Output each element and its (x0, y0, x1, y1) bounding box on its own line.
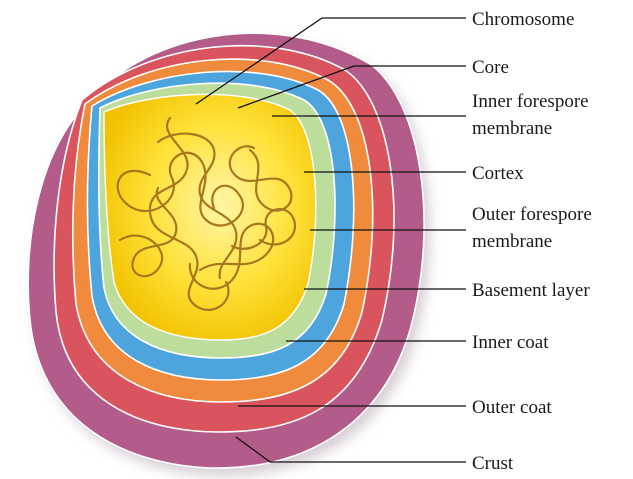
label-inner-forespore-line2: membrane (472, 118, 552, 139)
label-crust: Crust (472, 453, 514, 474)
label-core: Core (472, 57, 509, 78)
label-basement-layer: Basement layer (472, 280, 590, 301)
label-inner-forespore-line1: Inner forespore (472, 91, 589, 112)
label-outer-forespore-line1: Outer forespore (472, 204, 592, 225)
label-outer-coat: Outer coat (472, 397, 552, 418)
labels: Chromosome Core Inner forespore membrane… (472, 9, 592, 474)
label-inner-coat: Inner coat (472, 332, 549, 353)
label-cortex: Cortex (472, 163, 524, 184)
label-chromosome: Chromosome (472, 9, 574, 30)
core-layer (104, 94, 316, 340)
label-outer-forespore-line2: membrane (472, 231, 552, 252)
